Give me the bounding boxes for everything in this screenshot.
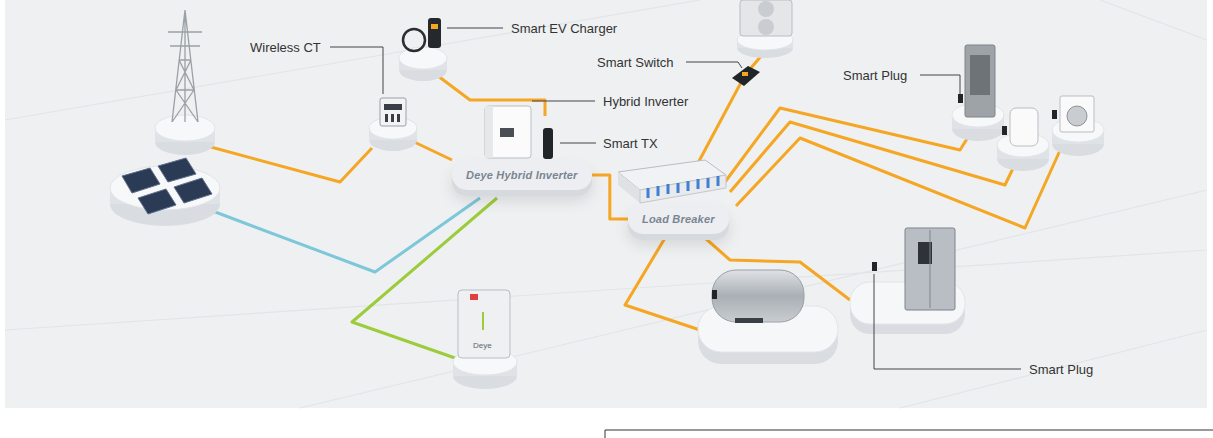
refrigerator bbox=[872, 228, 955, 310]
platform bbox=[110, 30, 1104, 389]
cabinet-appliance bbox=[958, 94, 963, 103]
leader-line bbox=[920, 75, 960, 94]
platform-label: Load Breaker bbox=[642, 213, 715, 225]
air-conditioner bbox=[758, 1, 774, 17]
smart-switch bbox=[732, 66, 760, 86]
ev-charger bbox=[403, 29, 425, 51]
load-breaker-device bbox=[648, 176, 718, 198]
smart-switch bbox=[732, 66, 760, 86]
leader-line bbox=[447, 28, 503, 29]
battery bbox=[482, 312, 484, 330]
refrigerator bbox=[905, 228, 955, 310]
power-wire bbox=[185, 22, 1062, 330]
water-heater bbox=[712, 270, 804, 323]
hybrid-inverter-device bbox=[485, 106, 493, 158]
power-wire bbox=[625, 238, 700, 330]
platform-label: Deye Hybrid Inverter bbox=[466, 169, 578, 181]
cabinet-appliance bbox=[965, 45, 995, 117]
brand-mark: Deye bbox=[473, 341, 492, 350]
water-heater bbox=[712, 290, 717, 299]
ground bbox=[5, 0, 1213, 438]
ground bbox=[5, 0, 1207, 408]
pv-wire bbox=[210, 198, 480, 272]
wireless-ct bbox=[391, 114, 394, 122]
pv-wire bbox=[210, 198, 480, 272]
washing-machine bbox=[1060, 96, 1094, 132]
power-wire bbox=[725, 108, 975, 182]
callout-label: Wireless CT bbox=[250, 40, 321, 55]
power-wire bbox=[592, 175, 628, 219]
solar-panel bbox=[122, 168, 160, 193]
callout-label: Smart Switch bbox=[597, 55, 674, 70]
ground bbox=[5, 0, 1207, 408]
smart-switch bbox=[742, 72, 748, 76]
refrigerator bbox=[872, 262, 877, 271]
leader-line bbox=[686, 62, 742, 68]
ev-charger bbox=[403, 18, 441, 51]
callout-label: Smart EV Charger bbox=[511, 21, 617, 36]
wireless-ct bbox=[385, 114, 388, 122]
cabinet-appliance bbox=[970, 55, 990, 95]
load-breaker-device bbox=[618, 160, 726, 203]
smart-tx bbox=[543, 128, 553, 159]
ground bbox=[605, 430, 1213, 438]
solar-panel bbox=[138, 189, 176, 214]
refrigerator bbox=[930, 230, 931, 308]
smart-tx bbox=[543, 128, 553, 159]
ev-charger bbox=[428, 18, 441, 48]
bin-appliance bbox=[1002, 108, 1038, 146]
callout-label: Smart Plug bbox=[1029, 362, 1093, 377]
hybrid-inverter-device bbox=[500, 128, 514, 137]
load-breaker-device bbox=[640, 175, 726, 203]
solar-panel bbox=[158, 158, 196, 182]
callout-label: Smart Plug bbox=[843, 68, 907, 83]
wireless-ct bbox=[380, 98, 406, 126]
air-conditioner bbox=[758, 19, 774, 35]
solar-panel bbox=[122, 158, 212, 214]
cabinet-appliance bbox=[958, 45, 995, 117]
wireless-ct bbox=[380, 98, 406, 126]
power-wire bbox=[410, 140, 452, 160]
leader-line bbox=[532, 101, 595, 102]
leader-line bbox=[560, 143, 596, 144]
grid-pylon bbox=[168, 10, 202, 122]
water-heater bbox=[735, 318, 763, 323]
washing-machine bbox=[1067, 106, 1087, 126]
wireless-ct bbox=[384, 104, 402, 110]
air-conditioner bbox=[740, 0, 792, 36]
wireless-ct bbox=[397, 114, 400, 122]
callout-label: Smart TX bbox=[603, 136, 658, 151]
battery bbox=[458, 290, 510, 358]
battery bbox=[458, 290, 510, 358]
battery bbox=[470, 294, 478, 300]
hybrid-inverter-device bbox=[485, 106, 531, 158]
bin-appliance bbox=[1010, 108, 1038, 146]
leader-line bbox=[874, 274, 1021, 369]
hybrid-inverter-device bbox=[485, 106, 531, 158]
platform bbox=[399, 47, 447, 69]
solar-panel bbox=[174, 178, 212, 203]
air-conditioner bbox=[740, 0, 792, 36]
ev-charger bbox=[431, 24, 438, 29]
leader-line bbox=[330, 28, 1021, 369]
platform-node: Deye Hybrid Inverter bbox=[452, 160, 592, 190]
washing-machine bbox=[1052, 96, 1094, 132]
grid-pylon bbox=[168, 10, 202, 122]
callout-label: Hybrid Inverter bbox=[603, 94, 688, 109]
load-breaker-device bbox=[618, 172, 640, 203]
water-heater bbox=[712, 270, 804, 322]
bin-appliance bbox=[1002, 126, 1007, 135]
platform-node: Load Breaker bbox=[628, 204, 729, 234]
washing-machine bbox=[1052, 110, 1057, 119]
leader-line bbox=[330, 47, 383, 94]
